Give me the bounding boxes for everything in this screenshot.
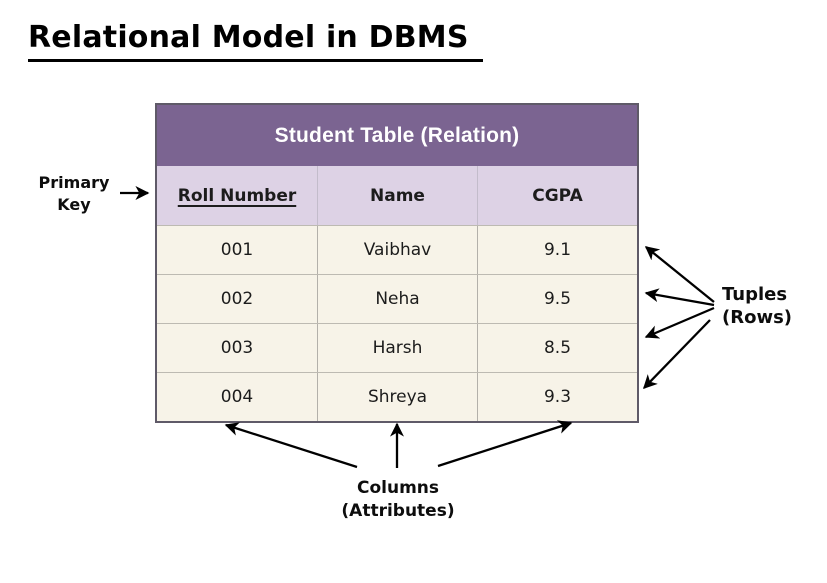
table-cell-cgpa: 9.1 xyxy=(477,226,637,274)
table-row: 003 Harsh 8.5 xyxy=(157,323,637,372)
columns-arrow-cgpa xyxy=(437,420,573,468)
table-cell-roll: 002 xyxy=(220,289,254,309)
tuples-label-line1: Tuples xyxy=(722,284,788,305)
page-title: Relational Model in DBMS xyxy=(28,20,483,62)
table-cell-cgpa: 9.5 xyxy=(477,275,637,323)
table-cell-name: Harsh xyxy=(317,324,477,372)
tuples-arrow-row1 xyxy=(644,246,715,303)
table-cell-roll: 004 xyxy=(220,387,254,407)
tuples-arrow-row3 xyxy=(644,306,715,339)
table-cell-name: Shreya xyxy=(317,373,477,421)
table-cell-roll: 003 xyxy=(220,338,254,358)
table-header-row: Roll Number Name CGPA xyxy=(157,166,637,225)
columns-label-line2: (Attributes) xyxy=(341,500,455,521)
tuples-label: Tuples (Rows) xyxy=(722,284,822,329)
table-title: Student Table (Relation) xyxy=(157,105,637,166)
student-table: Student Table (Relation) Roll Number Nam… xyxy=(155,103,639,423)
table-cell-cgpa: 9.3 xyxy=(477,373,637,421)
column-header-roll-number: Roll Number xyxy=(177,185,297,206)
table-row: 001 Vaibhav 9.1 xyxy=(157,225,637,274)
primary-key-label: Primary Key xyxy=(26,172,122,215)
table-cell-name: Vaibhav xyxy=(317,226,477,274)
tuples-label-line2: (Rows) xyxy=(722,306,793,328)
columns-arrow-roll-number xyxy=(224,422,358,469)
table-row: 004 Shreya 9.3 xyxy=(157,372,637,421)
column-header-name: Name xyxy=(317,166,477,225)
columns-label: Columns (Attributes) xyxy=(300,477,496,523)
table-cell-name: Neha xyxy=(317,275,477,323)
column-header-cgpa: CGPA xyxy=(477,166,637,225)
primary-key-label-line1: Primary xyxy=(38,173,110,192)
table-cell-cgpa: 8.5 xyxy=(477,324,637,372)
table-row: 002 Neha 9.5 xyxy=(157,274,637,323)
tuples-arrow-row2 xyxy=(644,288,715,307)
table-cell-roll: 001 xyxy=(220,240,254,260)
columns-label-line1: Columns xyxy=(356,478,440,498)
primary-key-label-line2: Key xyxy=(57,194,91,214)
tuples-arrow-row4 xyxy=(643,319,711,390)
